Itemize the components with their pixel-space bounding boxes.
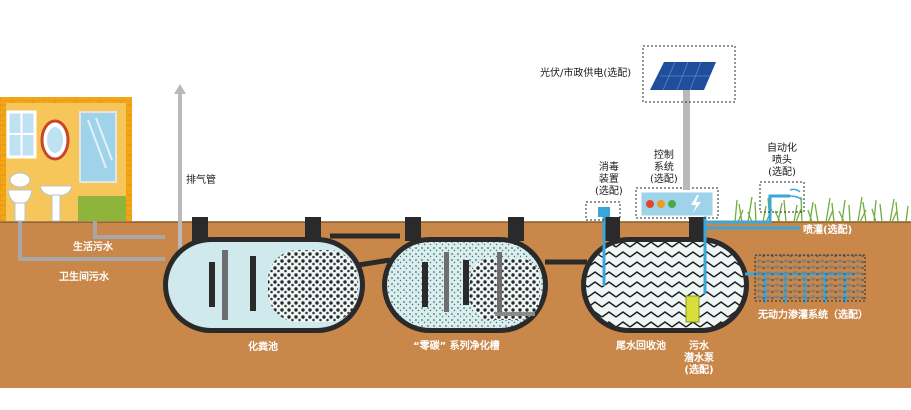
disinfection-device [585, 201, 621, 221]
gravel-bed [754, 254, 866, 302]
label-sewage-pump: 污水 潜水泵 (选配) [684, 341, 714, 376]
label-spray-irrigation: 喷灌(选配) [803, 225, 853, 236]
label-exhaust-pipe: 排气管 [186, 175, 216, 186]
toilet-icon [9, 172, 31, 188]
label-auto-sprinkler: 自动化 喷头 (选配) [767, 143, 797, 178]
label-disinfection: 消毒 装置 (选配) [595, 162, 623, 197]
sewage-pump-icon [685, 295, 700, 323]
label-septic-tank: 化粪池 [248, 342, 278, 353]
sprinkler [759, 181, 805, 213]
indicator-light-orange [657, 200, 665, 208]
label-infiltration-system: 无动力渗灌系统（选配） [758, 310, 868, 321]
indicator-light-red [646, 200, 654, 208]
inlet-pipes [18, 221, 165, 261]
lightning-icon [691, 195, 701, 213]
label-domestic-sewage: 生活污水 [73, 242, 113, 253]
label-purification-tank: “零碳” 系列净化槽 [413, 341, 500, 352]
label-toilet-sewage: 卫生间污水 [59, 272, 109, 283]
label-tail-water-tank: 尾水回收池 [616, 341, 666, 352]
control-box [635, 187, 719, 219]
label-power-supply: 光伏/市政供电(选配) [540, 68, 632, 79]
purification-tank [382, 217, 548, 333]
sprinkler-icon [789, 188, 803, 201]
indicator-light-green [668, 200, 676, 208]
house [0, 97, 132, 222]
label-control-system: 控制 系统 (选配) [650, 150, 678, 185]
septic-tank [163, 217, 365, 333]
exhaust-pipe [174, 84, 186, 262]
grass [734, 196, 909, 223]
tail-water-tank [581, 217, 749, 333]
solar-power [642, 45, 736, 190]
